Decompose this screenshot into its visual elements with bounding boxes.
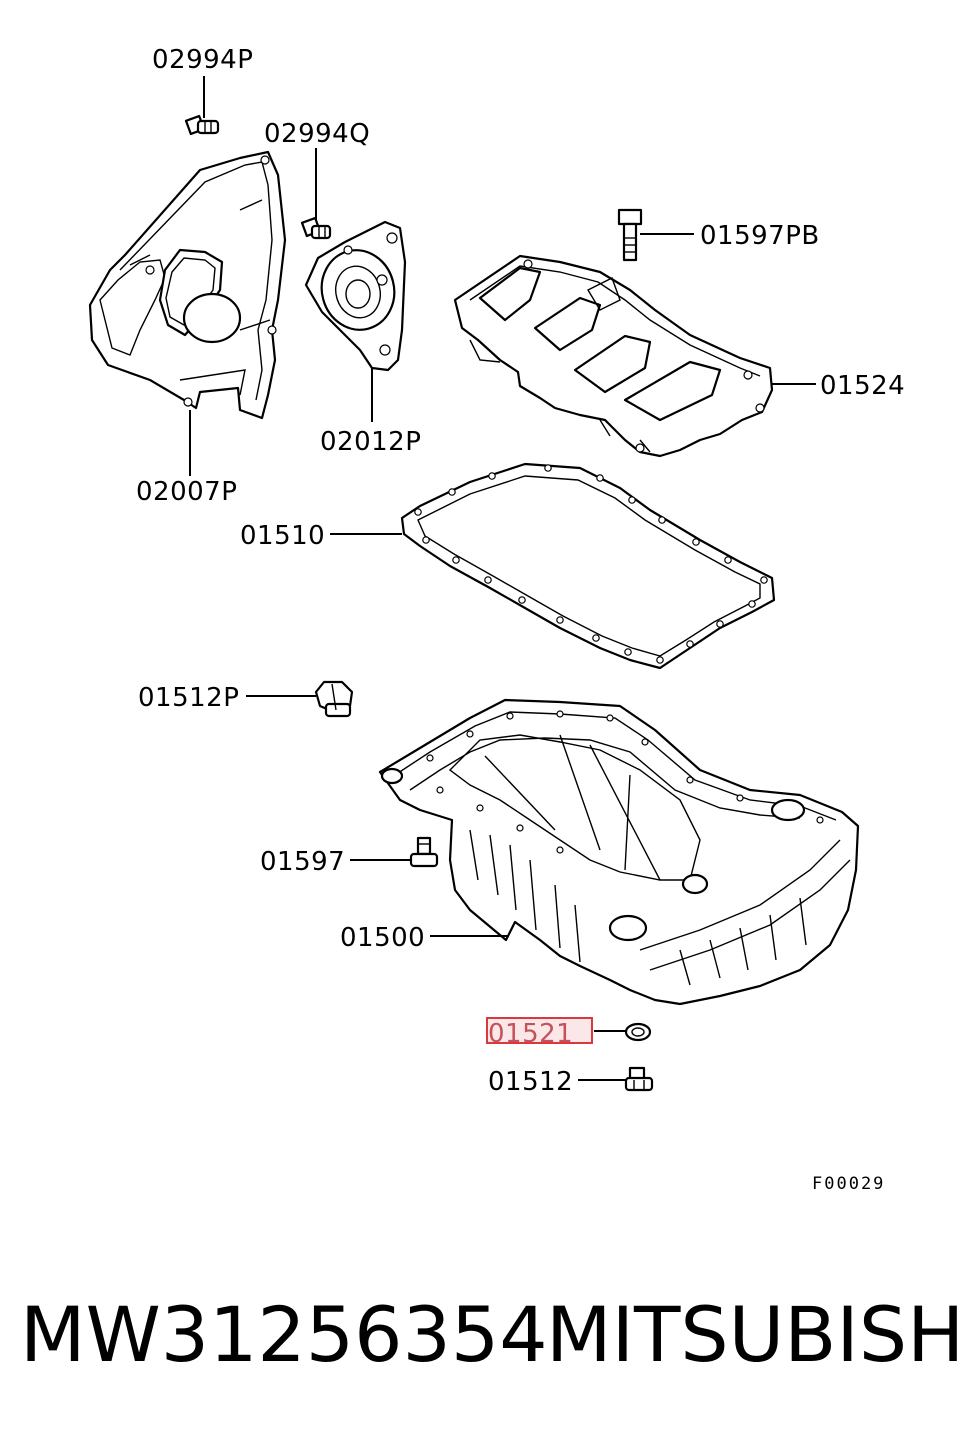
figure-code: F00029 xyxy=(812,1174,885,1194)
cover-plate-02012p-drawing xyxy=(304,220,407,372)
bolt-02994q-drawing xyxy=(300,148,332,240)
callout-02994q: 02994Q xyxy=(264,119,370,149)
callout-01597: 01597 xyxy=(260,847,345,877)
bolt-01597pb-drawing xyxy=(617,208,643,262)
drain-plug-01512p-drawing xyxy=(314,680,354,718)
gasket-bolt-holes xyxy=(414,464,768,664)
callout-01524: 01524 xyxy=(820,371,905,401)
callout-01512p: 01512P xyxy=(138,683,239,713)
callout-01597pb: 01597PB xyxy=(700,221,820,251)
bolt-02994p-drawing xyxy=(184,76,220,136)
gasket-01510-drawing xyxy=(400,462,776,670)
callout-01510: 01510 xyxy=(240,521,325,551)
callout-02012p: 02012P xyxy=(320,427,421,457)
drain-washer-01521-drawing xyxy=(624,1022,652,1042)
callout-01512: 01512 xyxy=(488,1067,573,1097)
callout-02994p: 02994P xyxy=(152,45,253,75)
highlight-box-01521 xyxy=(486,1017,593,1044)
callout-02007p: 02007P xyxy=(136,477,237,507)
oil-pan-ribs xyxy=(469,829,807,986)
callout-01521[interactable]: 01521 xyxy=(488,1019,573,1049)
oil-pan-flange-holes xyxy=(426,710,824,854)
oil-pan-01500-drawing xyxy=(378,698,860,1006)
part-number: MW31256354 xyxy=(20,1290,548,1379)
caption-bar: MW31256354 MITSUBISHI xyxy=(0,1290,960,1400)
brand-name: MITSUBISHI xyxy=(546,1290,960,1379)
callout-01500: 01500 xyxy=(340,923,425,953)
drain-bolt-01512-drawing xyxy=(624,1066,654,1092)
parts-diagram: 02994P 02007P 02994Q 02012P xyxy=(88,45,905,1194)
timing-cover-02007p-drawing xyxy=(88,150,287,420)
bolt-01597-drawing xyxy=(409,836,439,868)
baffle-01524-drawing xyxy=(453,254,774,458)
